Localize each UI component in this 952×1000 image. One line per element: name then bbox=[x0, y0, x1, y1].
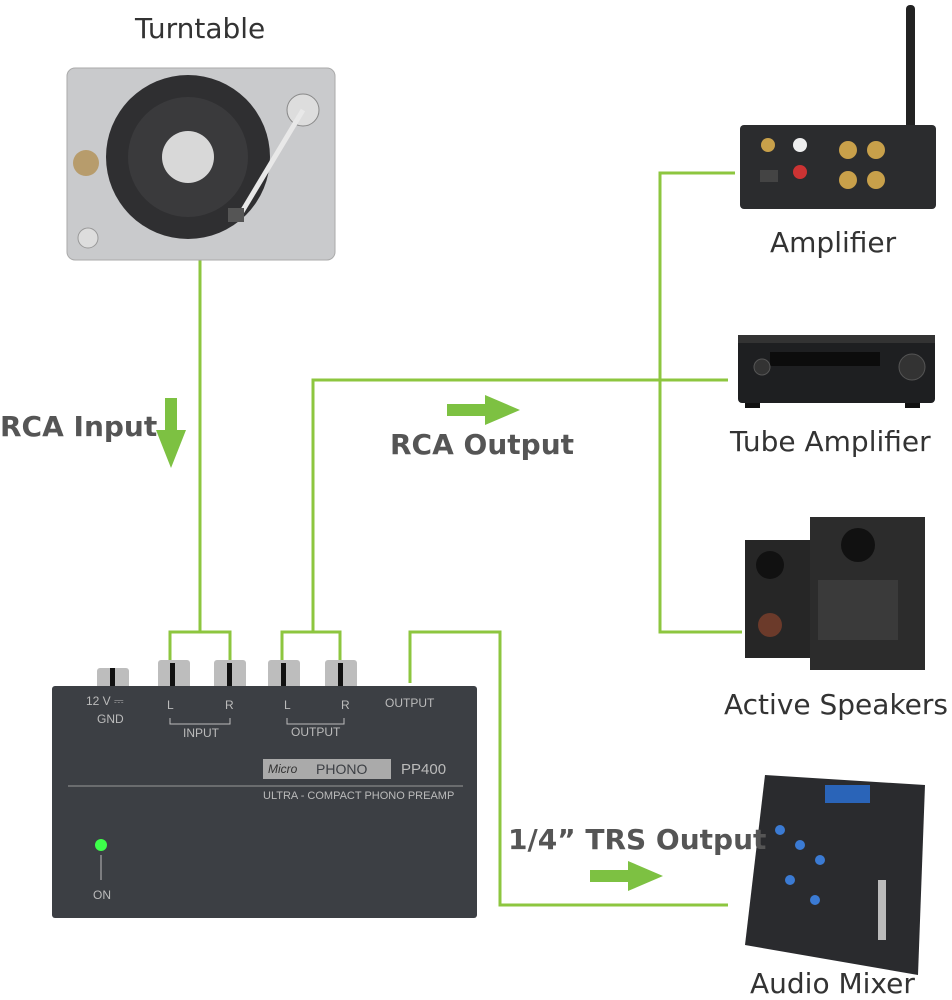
input-label: INPUT bbox=[183, 726, 219, 740]
rca-output-callout: RCA Output bbox=[390, 428, 575, 461]
audio-mixer-label: Audio Mixer bbox=[750, 967, 915, 1000]
arrow-right-icon bbox=[447, 395, 520, 425]
arrow-right-icon bbox=[590, 861, 663, 891]
rca-output-label: OUTPUT bbox=[291, 725, 341, 739]
brand-script: Micro bbox=[268, 762, 298, 776]
input-r-label: R bbox=[225, 698, 234, 712]
power-label: 12 V ⎓ bbox=[86, 694, 124, 708]
trs-output-callout: 1/4” TRS Output bbox=[508, 823, 767, 856]
power-led bbox=[95, 839, 107, 851]
turntable-label: Turntable bbox=[135, 12, 266, 45]
tube-amplifier-label: Tube Amplifier bbox=[730, 425, 931, 458]
audio-mixer-image bbox=[745, 775, 925, 975]
on-label: ON bbox=[93, 888, 111, 902]
distribution-cable bbox=[658, 171, 742, 634]
arrow-down-icon bbox=[156, 398, 186, 468]
model-name: PP400 bbox=[401, 761, 447, 778]
preamp-device bbox=[52, 660, 477, 918]
gnd-label: GND bbox=[97, 712, 124, 726]
rca-output-cable bbox=[280, 378, 728, 660]
active-speakers-image bbox=[745, 517, 925, 670]
cables bbox=[168, 171, 742, 907]
trs-output-label: OUTPUT bbox=[385, 696, 435, 710]
active-speakers-label: Active Speakers bbox=[724, 688, 948, 721]
output-l-label: L bbox=[284, 698, 291, 712]
amplifier-image bbox=[740, 5, 936, 209]
brand-name: PHONO bbox=[316, 761, 368, 777]
turntable-image bbox=[66, 67, 336, 261]
output-r-label: R bbox=[341, 698, 350, 712]
trs-output-cable bbox=[408, 630, 728, 907]
tagline: ULTRA - COMPACT PHONO PREAMP bbox=[263, 790, 455, 802]
rca-input-callout: RCA Input bbox=[0, 410, 158, 443]
amplifier-label: Amplifier bbox=[770, 226, 897, 259]
tube-amplifier-image bbox=[738, 335, 935, 408]
input-l-label: L bbox=[167, 698, 174, 712]
rca-input-cable bbox=[168, 258, 232, 660]
